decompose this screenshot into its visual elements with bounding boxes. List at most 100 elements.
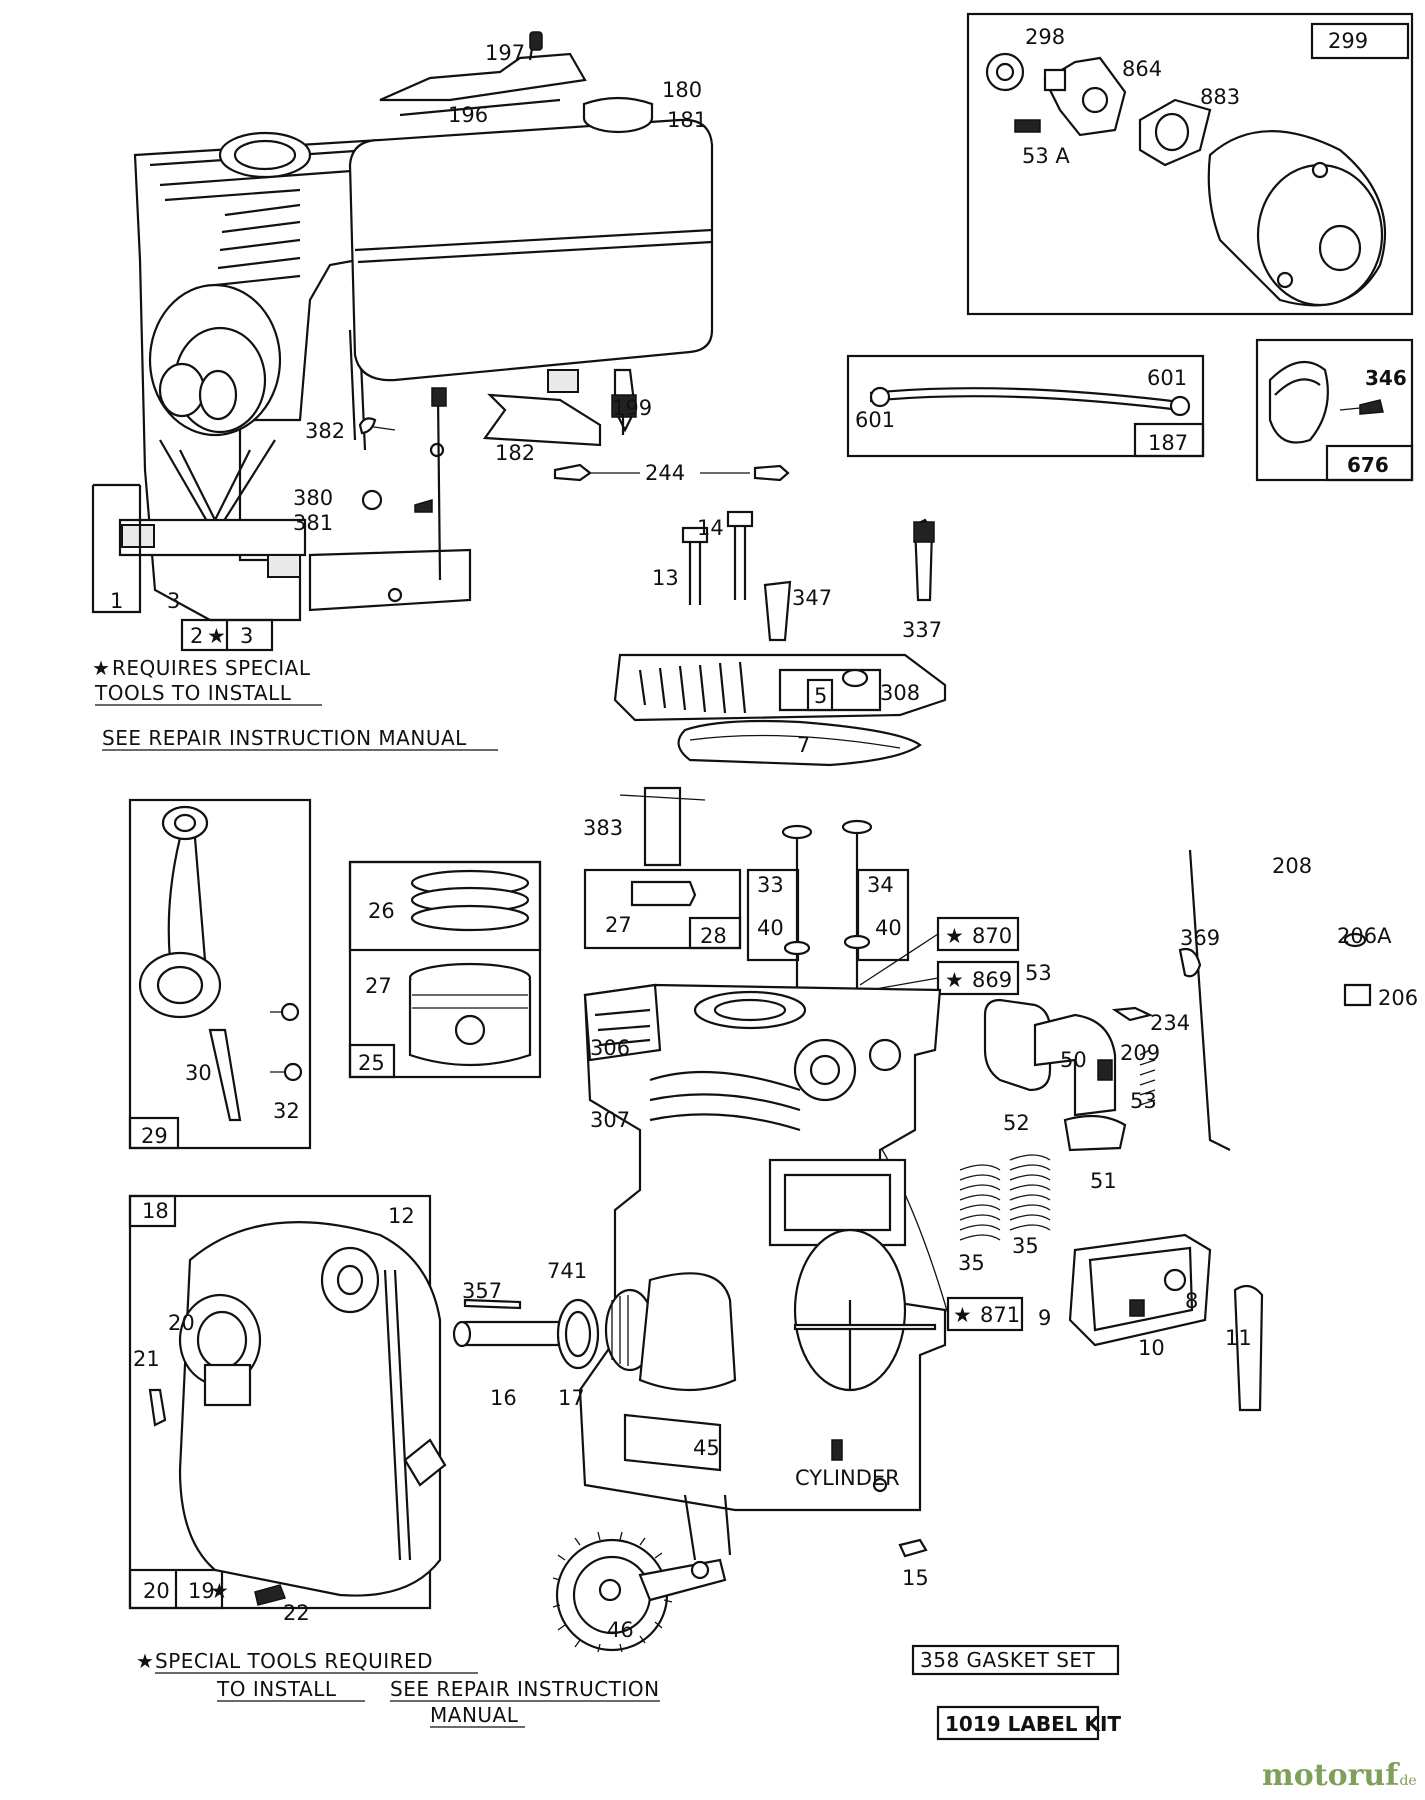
valve-insets <box>746 819 910 990</box>
label-cylinder: CYLINDER <box>795 1466 900 1490</box>
wrist-pin-inset <box>583 786 742 950</box>
label-50: 50 <box>1060 1048 1087 1072</box>
label-741: 741 <box>547 1259 587 1283</box>
valve-springs-drawing <box>959 1154 1051 1241</box>
label-33: 33 <box>757 873 784 897</box>
label-34: 34 <box>867 873 894 897</box>
label-883: 883 <box>1200 85 1240 109</box>
camshaft-gear-drawing <box>552 1494 928 1653</box>
label-209: 209 <box>1120 1041 1160 1065</box>
fuel-tank-drawing <box>348 31 714 447</box>
label-45: 45 <box>693 1436 720 1460</box>
fuel-line-inset <box>846 354 1205 458</box>
notes: ★ REQUIRES SPECIAL TOOLS TO INSTALL SEE … <box>92 656 1121 1736</box>
star-869: ★ <box>945 968 964 992</box>
label-307: 307 <box>590 1108 630 1132</box>
breather-drawing <box>1068 1233 1264 1412</box>
label-864: 864 <box>1122 57 1162 81</box>
label-7: 7 <box>797 733 810 757</box>
label-13: 13 <box>652 566 679 590</box>
label-46: 46 <box>607 1618 634 1642</box>
part-labels: 197 196 180 181 298 299 864 883 53 A 601… <box>110 25 1418 1642</box>
label-32: 32 <box>273 1099 300 1123</box>
starter-inset <box>966 12 1414 316</box>
star-special: ★ <box>136 1649 154 1673</box>
label-8: 8 <box>1185 1289 1198 1313</box>
label-40-left: 40 <box>757 916 784 940</box>
label-40-right: 40 <box>875 916 902 940</box>
label-30: 30 <box>185 1061 212 1085</box>
piston-inset <box>348 860 542 1079</box>
label-17: 17 <box>558 1386 585 1410</box>
label-870: 870 <box>972 924 1012 948</box>
label-22: 22 <box>283 1601 310 1625</box>
label-380: 380 <box>293 486 333 510</box>
label-28: 28 <box>700 924 727 948</box>
note-manual: MANUAL <box>430 1703 519 1727</box>
kit-frames <box>911 1644 1120 1741</box>
label-381: 381 <box>293 511 333 535</box>
label-52: 52 <box>1003 1111 1030 1135</box>
label-196: 196 <box>448 103 488 127</box>
label-382: 382 <box>305 419 345 443</box>
label-26: 26 <box>368 899 395 923</box>
label-180: 180 <box>662 78 702 102</box>
label-208: 208 <box>1272 854 1312 878</box>
label-298: 298 <box>1025 25 1065 49</box>
engine-block-drawing <box>118 131 472 622</box>
label-357: 357 <box>462 1279 502 1303</box>
connecting-rod-inset <box>128 798 312 1150</box>
label-871: 871 <box>980 1303 1020 1327</box>
label-53-bolt: 53 <box>1025 961 1052 985</box>
label-676: 676 <box>1347 453 1389 477</box>
label-14: 14 <box>697 516 724 540</box>
star-2: ★ <box>207 624 226 648</box>
label-19: 19 <box>188 1579 215 1603</box>
label-35-right: 35 <box>1012 1234 1039 1258</box>
note-see-repair-instruction: SEE REPAIR INSTRUCTION <box>390 1677 660 1701</box>
label-383: 383 <box>583 816 623 840</box>
label-3: 3 <box>167 589 180 613</box>
label-187: 187 <box>1148 431 1188 455</box>
label-12: 12 <box>388 1204 415 1228</box>
label-5: 5 <box>814 684 827 708</box>
intake-elbow-drawing <box>983 849 1372 1152</box>
label-199: 199 <box>612 396 652 420</box>
label-29: 29 <box>141 1124 168 1148</box>
label-11: 11 <box>1225 1326 1252 1350</box>
label-3-star: 3 <box>240 624 253 648</box>
label-306: 306 <box>590 1036 630 1060</box>
note-see-repair-manual: SEE REPAIR INSTRUCTION MANUAL <box>102 726 467 750</box>
label-601-left: 601 <box>855 408 895 432</box>
label-197: 197 <box>485 41 525 65</box>
label-15: 15 <box>902 1566 929 1590</box>
note-to-install: TO INSTALL <box>216 1677 337 1701</box>
label-1: 1 <box>110 589 123 613</box>
star-19: ★ <box>210 1579 229 1603</box>
label-346: 346 <box>1365 366 1407 390</box>
label-308: 308 <box>880 681 920 705</box>
crankcase-drawing <box>578 983 947 1512</box>
label-51: 51 <box>1090 1169 1117 1193</box>
label-53-elbow: 53 <box>1130 1089 1157 1113</box>
label-347: 347 <box>792 586 832 610</box>
label-25: 25 <box>358 1051 385 1075</box>
star-870: ★ <box>945 924 964 948</box>
watermark-tld: .de <box>1395 1773 1417 1789</box>
note-requires-special: REQUIRES SPECIAL <box>112 656 311 680</box>
cylinder-head-drawing <box>613 510 947 767</box>
label-299: 299 <box>1328 29 1368 53</box>
label-337: 337 <box>902 618 942 642</box>
label-20-bottom: 20 <box>143 1579 170 1603</box>
note-special-tools: SPECIAL TOOLS REQUIRED <box>155 1649 433 1673</box>
blower-housing-inset <box>1255 338 1414 482</box>
label-369: 369 <box>1180 926 1220 950</box>
label-53a: 53 A <box>1022 144 1070 168</box>
label-244: 244 <box>645 461 685 485</box>
star-871: ★ <box>953 1303 972 1327</box>
label-16: 16 <box>490 1386 517 1410</box>
label-234: 234 <box>1150 1011 1190 1035</box>
label-27-g-ring: 27 <box>605 913 632 937</box>
label-206: 206 <box>1378 986 1418 1010</box>
